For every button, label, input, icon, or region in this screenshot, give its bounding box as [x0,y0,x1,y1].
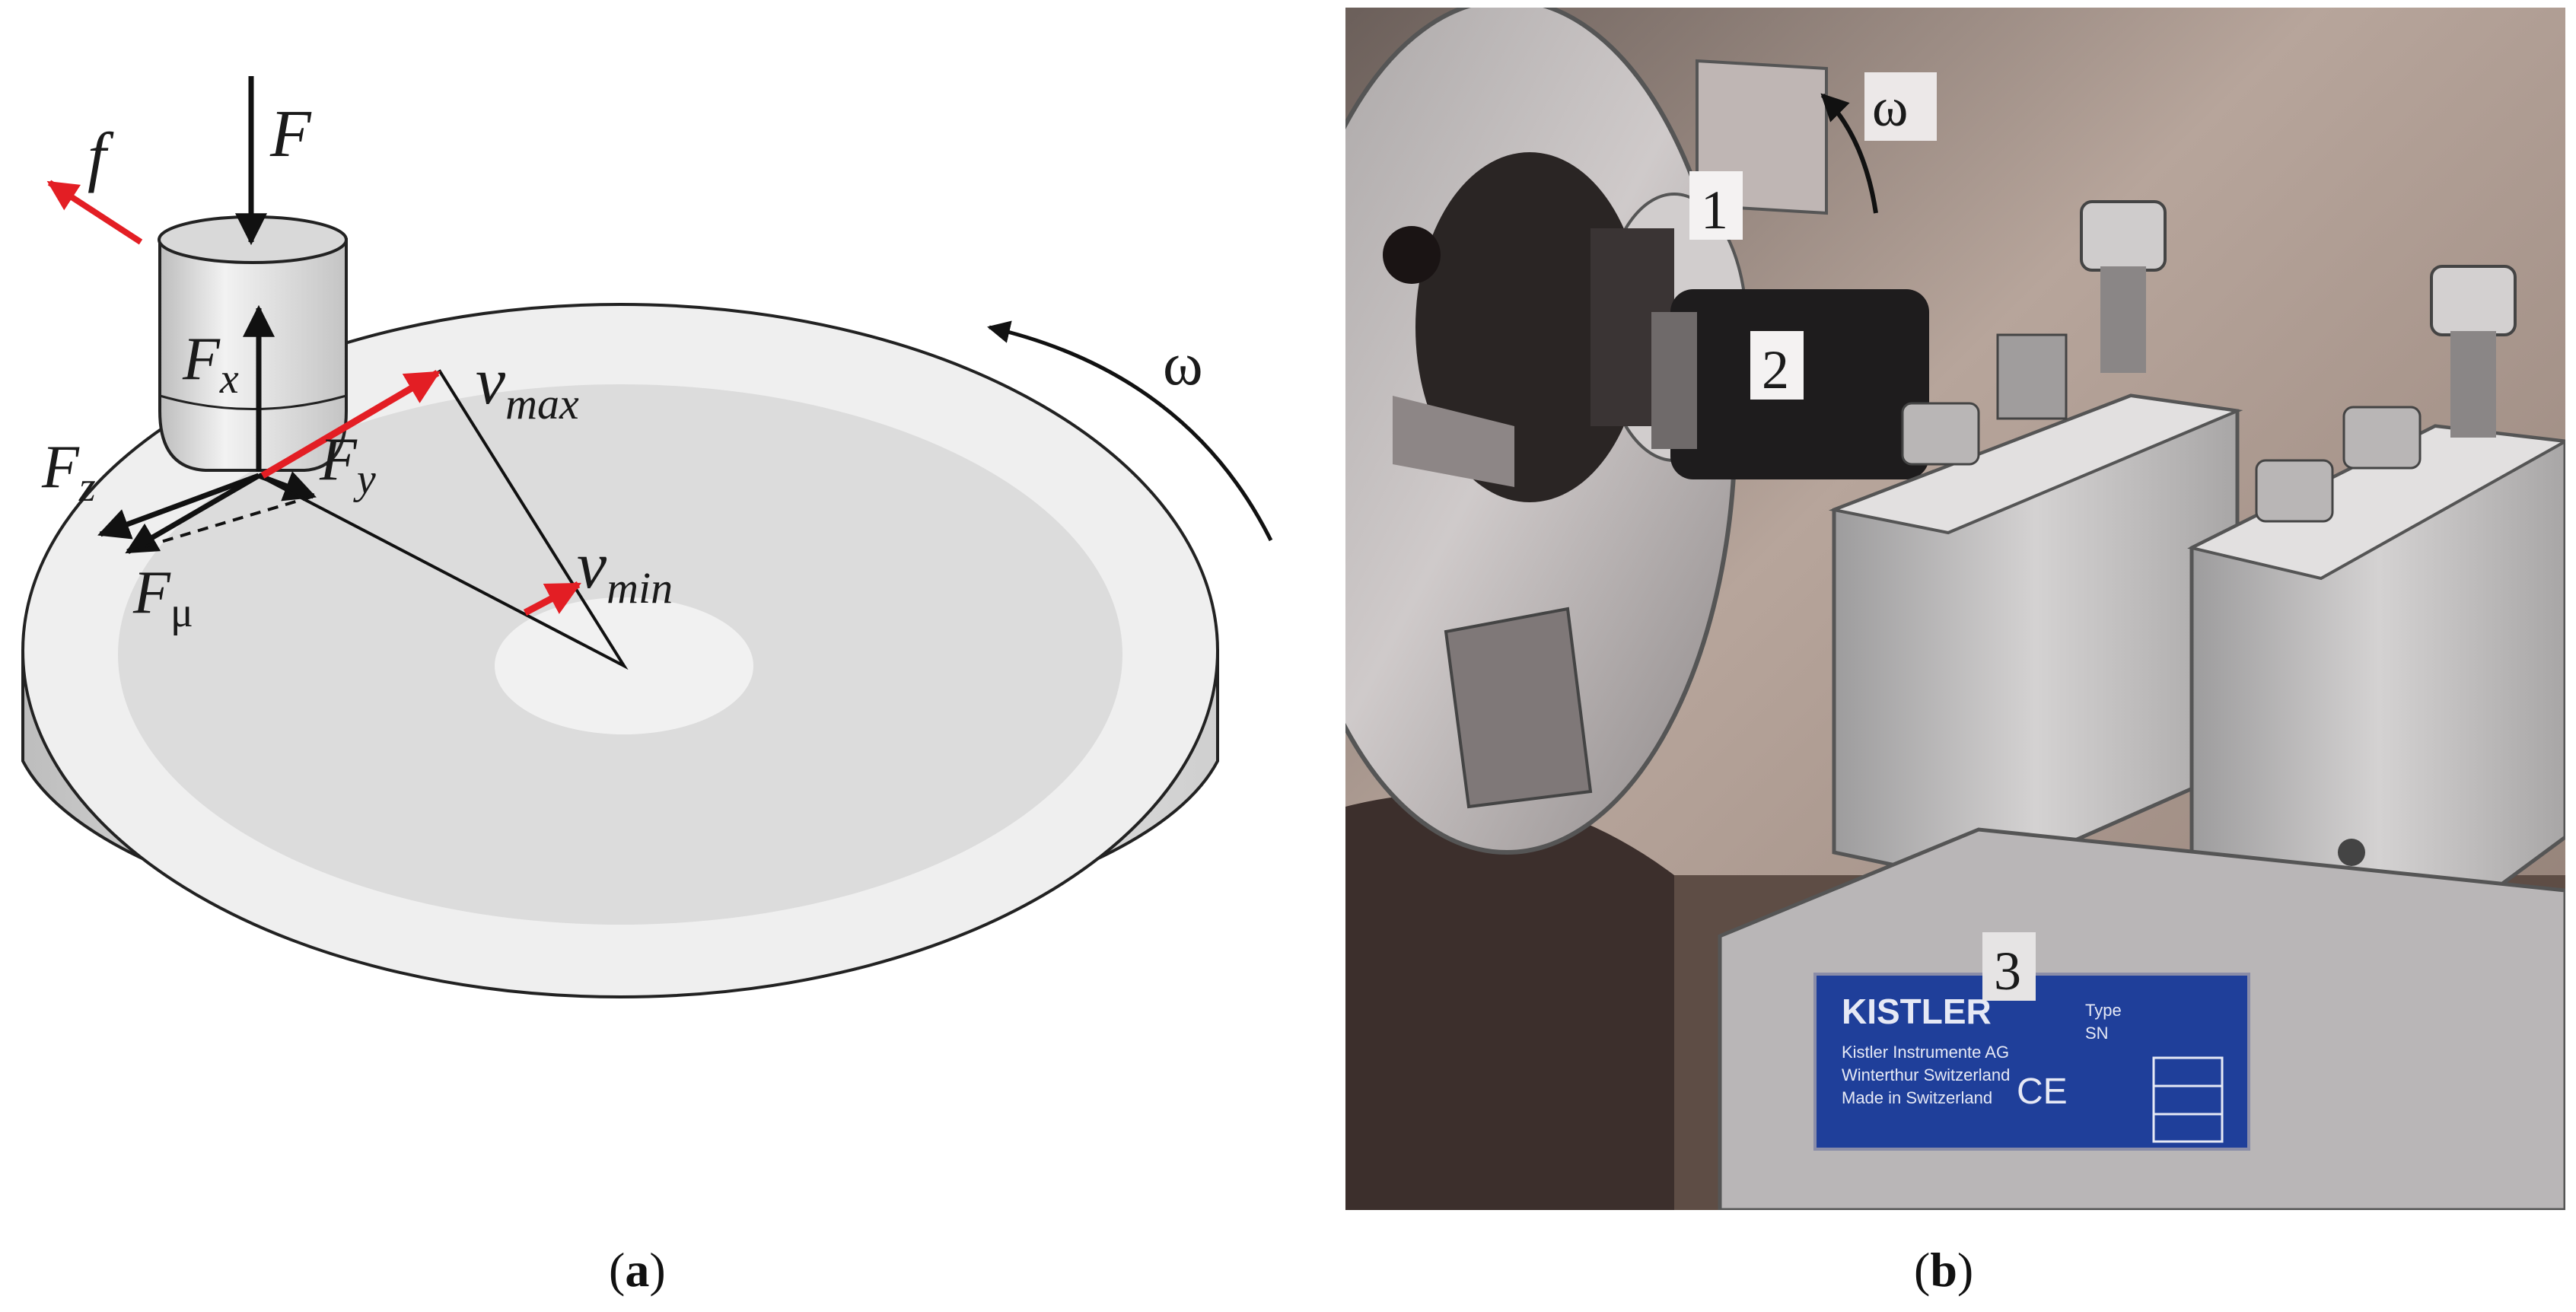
kistler-brand: KISTLER [1842,992,1992,1031]
panel-b: KISTLER Kistler Instrumente AG Winterthu… [1345,8,2565,1297]
label-Fy: Fy [319,426,376,503]
bolts [1901,200,2517,523]
label-1: 1 [1701,180,1728,240]
rotation-arrow-a [987,320,1273,542]
vmin-arrow [523,581,581,616]
label-omega-b: ω [1872,77,1908,138]
vmax-arrow [260,370,441,479]
panel-a: F f Fx Fy Fz Fμ vmax vmin ω (a) [21,76,1273,1297]
plate-line-2: Winterthur Switzerland [1842,1065,2010,1084]
plate-line-1: Kistler Instrumente AG [1842,1043,2009,1062]
label-Fx: Fx [182,326,239,403]
label-f: f [88,120,114,194]
label-3: 3 [1994,941,2021,1002]
tool-post [1828,393,2565,992]
label-Fmu: Fμ [132,559,193,636]
label-vmin: vmin [577,529,673,613]
photo: KISTLER Kistler Instrumente AG Winterthu… [1345,8,2565,1210]
plate-sn: SN [2085,1024,2109,1043]
probe [158,215,348,472]
caption-b: (b) [1914,1243,1973,1297]
force-f-arrow [46,180,143,245]
label-vmax: vmax [476,345,579,428]
plate-line-3: Made in Switzerland [1842,1088,1992,1107]
force-dashed-projection [127,495,314,553]
rotation-arrow-b [1820,93,1878,214]
label-F: F [269,97,312,171]
label-2: 2 [1762,339,1789,400]
label-omega-a: ω [1163,331,1203,398]
plate-ce-mark: CE [2017,1072,2068,1112]
dynamometer-3: KISTLER Kistler Instrumente AG Winterthu… [1718,827,2565,1210]
label-Fz: Fz [41,434,96,511]
force-Fmu-arrow [125,473,260,555]
plate-type: Type [2085,1001,2122,1020]
caption-a: (a) [609,1243,666,1297]
